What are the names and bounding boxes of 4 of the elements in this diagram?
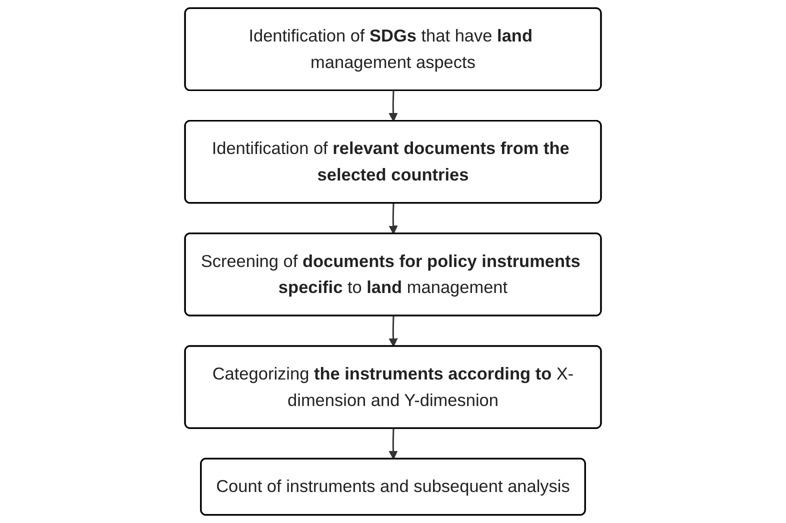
arrow <box>388 90 398 122</box>
arrow <box>388 203 398 234</box>
arrow <box>388 428 398 460</box>
arrow <box>388 316 398 347</box>
